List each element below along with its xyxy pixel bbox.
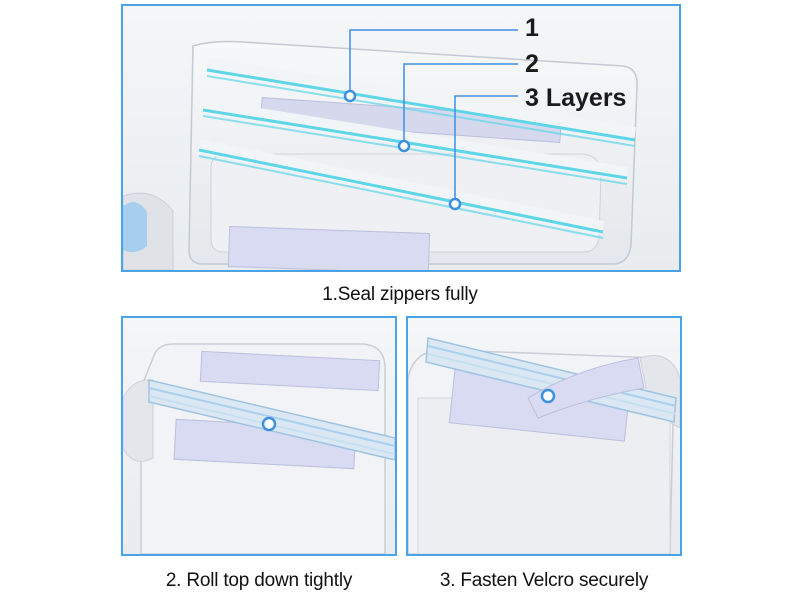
pouch-zippers-illustration [123,29,638,270]
zipper-layer-2 [201,99,629,185]
layer-label-2: 2 [525,50,539,78]
pouch-velcro-illustration [408,337,680,554]
velcro-strip-top [199,350,381,392]
marker-dot-3 [448,197,462,211]
velcro-flap [527,357,645,419]
rolled-top [425,337,677,423]
layer-label-1: 1 [525,14,539,42]
zipper-layer-3 [197,139,605,239]
marker-dot-2 [397,139,411,153]
marker-dot [261,416,277,432]
step-2-image-panel [121,316,397,556]
strap-buckle [123,202,147,253]
marker-dot [540,388,556,404]
step-3-caption: 3. Fasten Velcro securely [439,570,649,591]
side-strap [123,379,154,462]
callout-line-1 [349,29,518,96]
marker-dot-1 [343,89,357,103]
step-1-caption: 1.Seal zippers fully [322,284,478,305]
callout-line-2 [403,63,518,146]
callout-line-3 [454,95,518,204]
velcro-strip-bottom [227,226,431,270]
layer-label-3: 3 Layers [525,84,627,112]
step-1-image-panel [121,4,681,272]
step-3-image-panel [406,316,682,556]
step-2-caption: 2. Roll top down tightly [165,570,353,591]
pouch-roll-illustration [123,343,395,554]
zipper-layer-1 [205,57,637,147]
